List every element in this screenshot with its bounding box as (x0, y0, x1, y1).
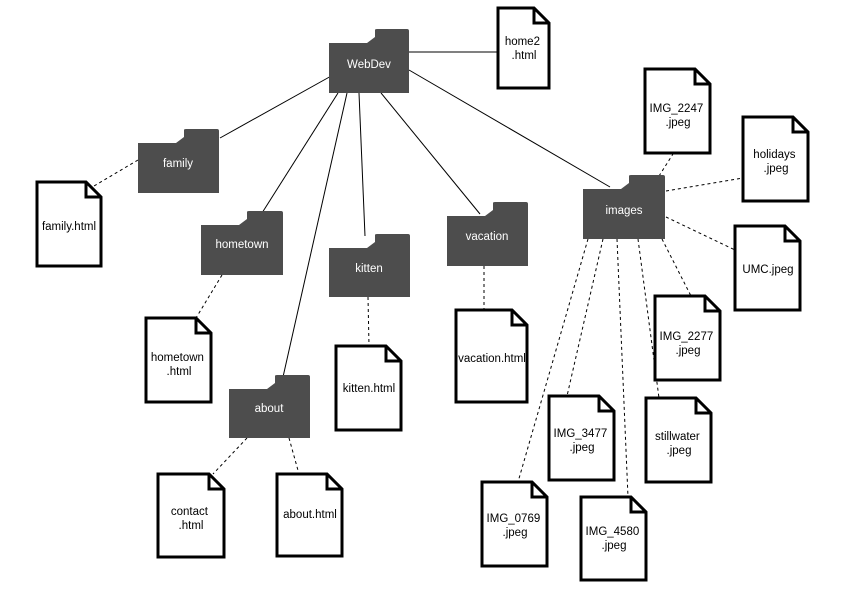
edge-about-contact (212, 437, 248, 475)
folder-icon (138, 129, 219, 193)
file-label: IMG_2247 .jpeg (650, 103, 707, 129)
file-stillwater[interactable]: stillwater .jpeg (644, 396, 713, 484)
file-home2[interactable]: home2 .html (496, 6, 551, 90)
edge-images-img4580 (616, 238, 629, 498)
edge-webdev-about (282, 92, 348, 378)
file-img-2277[interactable]: IMG_2277 .jpeg (653, 294, 722, 382)
edge-webdev-images (408, 69, 611, 188)
file-label: vacation.html (458, 353, 526, 365)
file-icon (454, 308, 529, 404)
file-label: stillwater .jpeg (655, 431, 703, 457)
file-label: holidays .jpeg (753, 149, 798, 175)
edge-hometown-file (195, 274, 223, 319)
file-img-2247[interactable]: IMG_2247 .jpeg (643, 67, 712, 155)
edge-images-img0769 (517, 238, 589, 483)
file-img-4580[interactable]: IMG_4580 .jpeg (579, 495, 648, 582)
file-icon (733, 224, 802, 312)
folder-family[interactable]: family (138, 129, 219, 193)
file-vacation-html[interactable]: vacation.html (454, 308, 529, 404)
folder-label: kitten (355, 263, 383, 275)
file-label: kitten.html (343, 383, 395, 395)
file-icon (496, 6, 551, 90)
file-icon (480, 480, 549, 568)
folder-edges (219, 51, 611, 378)
file-label: about.html (283, 509, 337, 521)
edge-images-img3477 (566, 238, 604, 397)
file-label: UMC.jpeg (742, 264, 793, 276)
edge-images-img2277 (661, 238, 692, 297)
file-label: family.html (42, 221, 96, 233)
folder-webdev[interactable]: WebDev (329, 29, 409, 93)
file-hometown-html[interactable]: hometown .html (144, 316, 213, 404)
file-icon (547, 394, 616, 482)
file-family-html[interactable]: family.html (35, 180, 103, 268)
edge-family-file (93, 159, 139, 187)
folder-icon (201, 211, 283, 275)
file-label: IMG_2277 .jpeg (660, 331, 717, 357)
folder-vacation[interactable]: vacation (447, 202, 528, 266)
edge-about-abouthtml (288, 437, 300, 475)
file-kitten-html[interactable]: kitten.html (334, 344, 403, 432)
file-icon (144, 316, 213, 404)
folder-label: vacation (466, 231, 509, 243)
file-icon (275, 472, 344, 558)
edge-images-holidays (665, 177, 744, 192)
folder-label: hometown (215, 239, 268, 251)
file-icon (35, 180, 103, 268)
file-edges (93, 153, 744, 498)
file-label: contact .html (171, 506, 211, 532)
folder-kitten[interactable]: kitten (329, 234, 410, 297)
file-icon (653, 294, 722, 382)
file-icon (156, 472, 226, 559)
edge-webdev-family (219, 74, 334, 139)
file-img-3477[interactable]: IMG_3477 .jpeg (547, 394, 616, 482)
folder-icon (583, 175, 665, 239)
folder-hometown[interactable]: hometown (201, 211, 283, 275)
edge-webdev-kitten (358, 92, 366, 237)
edge-kitten-file (367, 296, 370, 347)
file-icon (334, 344, 403, 432)
folder-images[interactable]: images (583, 175, 665, 239)
file-icon (643, 67, 712, 155)
file-umc[interactable]: UMC.jpeg (733, 224, 802, 312)
folder-icon (447, 202, 528, 266)
file-img-0769[interactable]: IMG_0769 .jpeg (480, 480, 549, 568)
file-label: hometown .html (151, 352, 207, 378)
folder-label: images (605, 205, 642, 217)
folder-label: WebDev (347, 59, 391, 71)
file-label: IMG_4580 .jpeg (586, 526, 643, 552)
file-label: IMG_0769 .jpeg (487, 513, 544, 539)
folder-icon (329, 234, 410, 297)
file-icon (644, 396, 713, 484)
file-label: home2 .html (505, 36, 543, 62)
folder-label: about (255, 403, 285, 415)
edge-webdev-hometown (261, 92, 339, 214)
edge-webdev-vacation (380, 92, 481, 215)
folder-icon (329, 29, 409, 93)
folder-label: family (163, 158, 193, 170)
file-about-html[interactable]: about.html (275, 472, 344, 558)
file-icon (741, 115, 810, 203)
file-label: IMG_3477 .jpeg (554, 428, 611, 454)
file-contact-html[interactable]: contact .html (156, 472, 226, 559)
folder-about[interactable]: about (229, 375, 310, 438)
edge-images-umc (665, 216, 736, 251)
file-holidays[interactable]: holidays .jpeg (741, 115, 810, 203)
file-icon (579, 495, 648, 582)
edge-images-img2247 (658, 153, 674, 177)
folder-icon (229, 375, 310, 438)
